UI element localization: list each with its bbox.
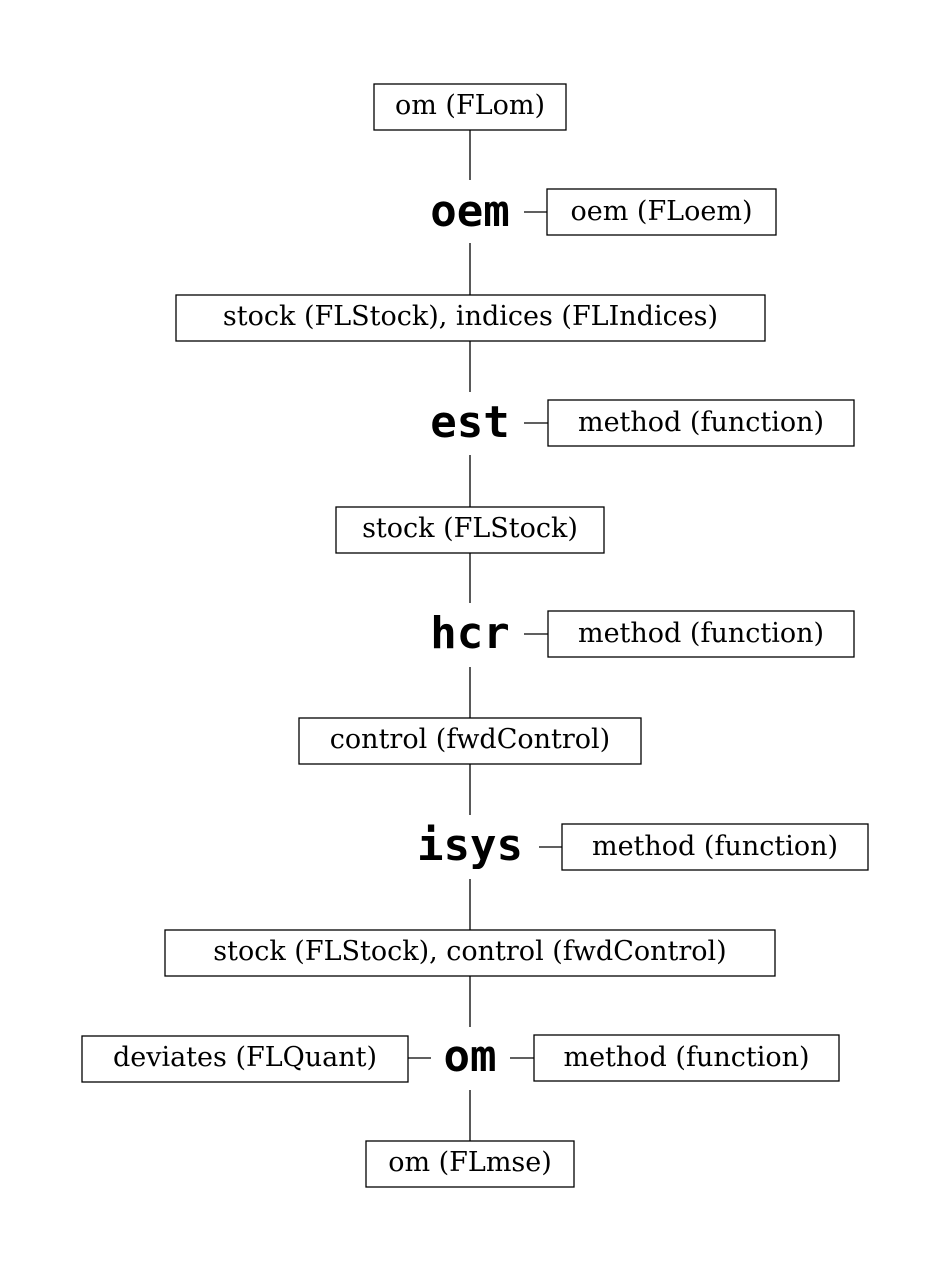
step-isys: isys xyxy=(417,820,523,871)
step-oem: oem xyxy=(430,186,509,237)
box-isys-method-label: method (function) xyxy=(592,831,838,862)
box-input-om-label: om (FLom) xyxy=(395,90,545,121)
box-isys-out: stock (FLStock), control (fwdControl) xyxy=(164,929,776,977)
step-hcr: hcr xyxy=(430,608,509,659)
box-est-method-label: method (function) xyxy=(578,407,824,438)
box-oem-out: stock (FLStock), indices (FLIndices) xyxy=(175,294,766,342)
box-oem-arg-label: oem (FLoem) xyxy=(571,196,753,227)
box-hcr-method-label: method (function) xyxy=(578,618,824,649)
box-output-mse-label: om (FLmse) xyxy=(388,1147,552,1178)
box-input-om: om (FLom) xyxy=(373,83,567,131)
box-om-method-label: method (function) xyxy=(563,1042,809,1073)
box-isys-out-label: stock (FLStock), control (fwdControl) xyxy=(213,936,726,967)
box-hcr-out-label: control (fwdControl) xyxy=(330,724,610,755)
box-om-deviates: deviates (FLQuant) xyxy=(81,1035,409,1083)
box-om-deviates-label: deviates (FLQuant) xyxy=(113,1042,377,1073)
box-est-method: method (function) xyxy=(547,399,855,447)
box-est-out-label: stock (FLStock) xyxy=(362,513,578,544)
box-oem-arg: oem (FLoem) xyxy=(546,188,777,236)
box-hcr-out: control (fwdControl) xyxy=(298,717,642,765)
step-om: om xyxy=(444,1031,497,1082)
step-est: est xyxy=(430,397,509,448)
box-hcr-method: method (function) xyxy=(547,610,855,658)
box-output-mse: om (FLmse) xyxy=(365,1140,575,1188)
box-oem-out-label: stock (FLStock), indices (FLIndices) xyxy=(223,301,718,332)
box-isys-method: method (function) xyxy=(561,823,869,871)
box-om-method: method (function) xyxy=(533,1034,840,1082)
box-est-out: stock (FLStock) xyxy=(335,506,605,554)
